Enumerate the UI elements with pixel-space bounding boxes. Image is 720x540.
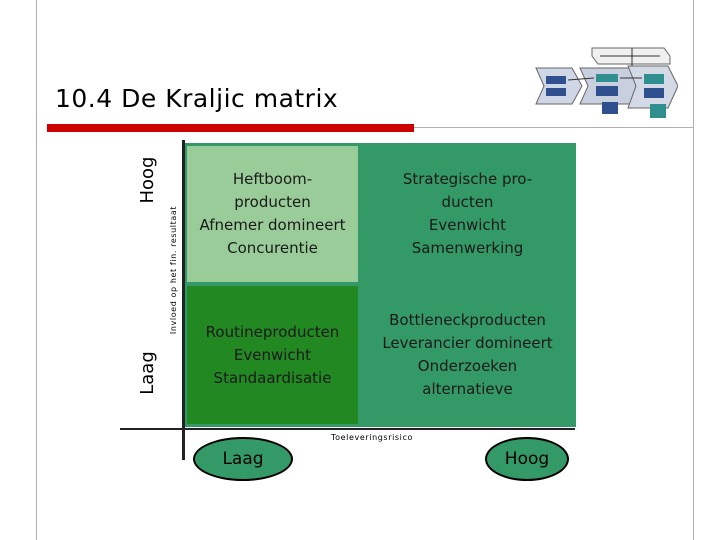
page-title: 10.4 De Kraljic matrix xyxy=(55,84,339,113)
x-axis-low-label: Laag xyxy=(193,437,293,481)
quadrant-line: Concurentie xyxy=(227,239,318,257)
quadrant-line: Afnemer domineert xyxy=(199,216,346,234)
y-axis-high-label: Hoog xyxy=(137,156,158,204)
y-axis-line xyxy=(182,140,185,460)
x-axis-high-label: Hoog xyxy=(485,437,569,481)
quadrant-routine: Routineproducten Evenwicht Standaardisat… xyxy=(187,286,358,424)
quadrant-line: Samenwerking xyxy=(411,239,524,257)
right-guide-line xyxy=(693,0,694,540)
quadrant-line: Leverancier domineert xyxy=(382,334,553,352)
quadrant-line: Evenwicht xyxy=(428,216,507,234)
process-flow-icon xyxy=(535,47,678,118)
quadrant-bottleneck: Bottleneckproducten Leverancier domineer… xyxy=(362,286,573,424)
quadrant-line: producten xyxy=(234,193,311,211)
quadrant-line: Heftboom- xyxy=(232,170,313,188)
quadrant-line: Standaardisatie xyxy=(213,368,332,387)
quadrant-leverage: Heftboom- producten Afnemer domineert Co… xyxy=(187,146,358,282)
quadrant-line: Evenwicht xyxy=(233,345,312,364)
y-axis-title: Invloed op het fin. resultaat xyxy=(169,205,178,335)
quadrant-line: Bottleneckproducten xyxy=(389,311,546,329)
title-underline-red xyxy=(47,124,414,132)
quadrant-line: alternatieve xyxy=(422,380,513,398)
left-guide-line xyxy=(36,0,37,540)
quadrant-line: Onderzoeken xyxy=(417,357,518,375)
y-axis-low-label: Laag xyxy=(137,351,158,395)
title-underline-grey xyxy=(414,127,694,128)
quadrant-line: Strategische pro- xyxy=(402,170,533,188)
x-axis-title: Toeleveringsrisico xyxy=(331,433,413,442)
quadrant-strategic: Strategische pro- ducten Evenwicht Samen… xyxy=(362,146,573,282)
quadrant-line: Routineproducten xyxy=(205,322,340,341)
quadrant-line: ducten xyxy=(441,193,494,211)
x-axis-line xyxy=(120,428,575,430)
